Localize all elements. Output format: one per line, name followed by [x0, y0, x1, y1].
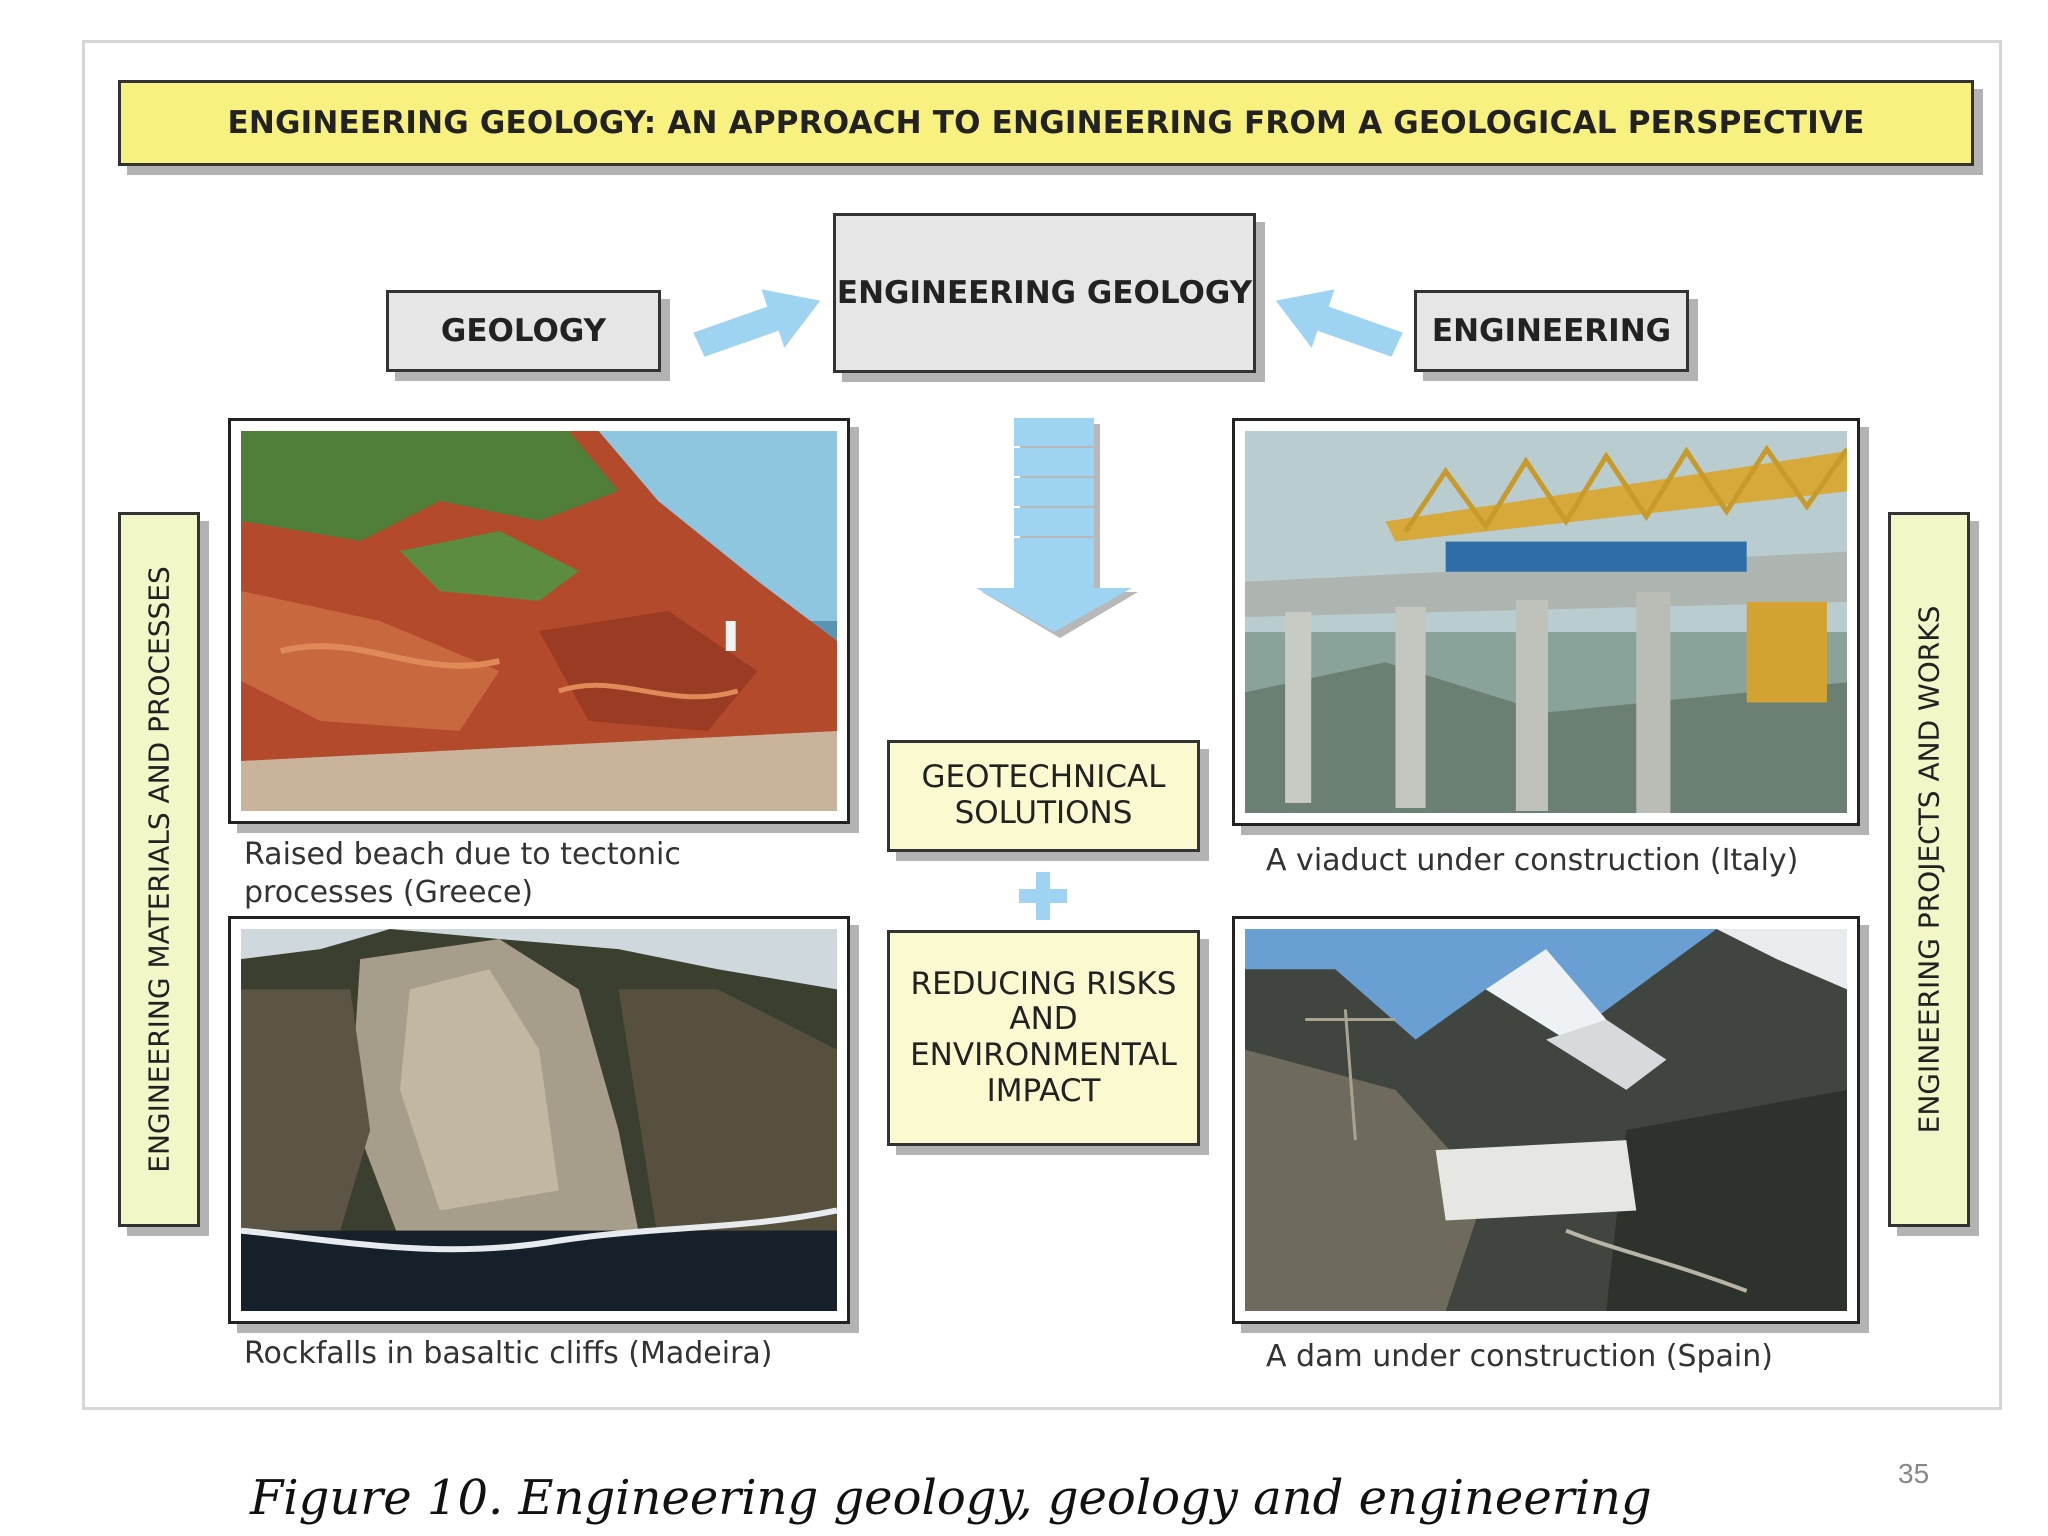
arrow-down-to-solutions [976, 418, 1138, 638]
node-geology: GEOLOGY [386, 290, 661, 372]
caption-rockfall-cliffs: Rockfalls in basaltic cliffs (Madeira) [244, 1336, 773, 1371]
node-geotechnical-solutions: GEOTECHNICAL SOLUTIONS [887, 740, 1200, 852]
side-label-right-text: ENGINEERING PROJECTS AND WORKS [1912, 605, 1946, 1134]
side-label-left-text: ENGINEERING MATERIALS AND PROCESSES [142, 566, 176, 1173]
photo-viaduct [1232, 418, 1860, 826]
dam-image [1245, 929, 1847, 1311]
arrow-geology-to-engineering-geology [690, 286, 824, 360]
caption-raised-beach: Raised beach due to tectonic processes (… [244, 837, 681, 910]
photo-dam [1232, 916, 1860, 1324]
arrow-engineering-to-engineering-geology [1272, 286, 1406, 360]
rockfall-cliffs-image [241, 929, 837, 1311]
photo-rockfall-cliffs [228, 916, 850, 1324]
page-number: 35 [1898, 1458, 1930, 1489]
caption-dam: A dam under construction (Spain) [1266, 1339, 1773, 1374]
node-reducing-risks: REDUCING RISKS AND ENVIRONMENTAL IMPACT [887, 930, 1200, 1146]
side-label-left: ENGINEERING MATERIALS AND PROCESSES [118, 512, 200, 1227]
node-engineering-geology: ENGINEERING GEOLOGY [833, 213, 1256, 373]
side-label-right: ENGINEERING PROJECTS AND WORKS [1888, 512, 1970, 1227]
figure-caption: Figure 10. Engineering geology, geology … [250, 1470, 1652, 1526]
viaduct-image [1245, 431, 1847, 813]
plus-icon [1019, 872, 1067, 920]
photo-raised-beach [228, 418, 850, 824]
diagram-title: ENGINEERING GEOLOGY: AN APPROACH TO ENGI… [118, 80, 1974, 166]
caption-viaduct: A viaduct under construction (Italy) [1266, 843, 1799, 878]
raised-beach-image [241, 431, 837, 811]
node-engineering: ENGINEERING [1414, 290, 1689, 372]
